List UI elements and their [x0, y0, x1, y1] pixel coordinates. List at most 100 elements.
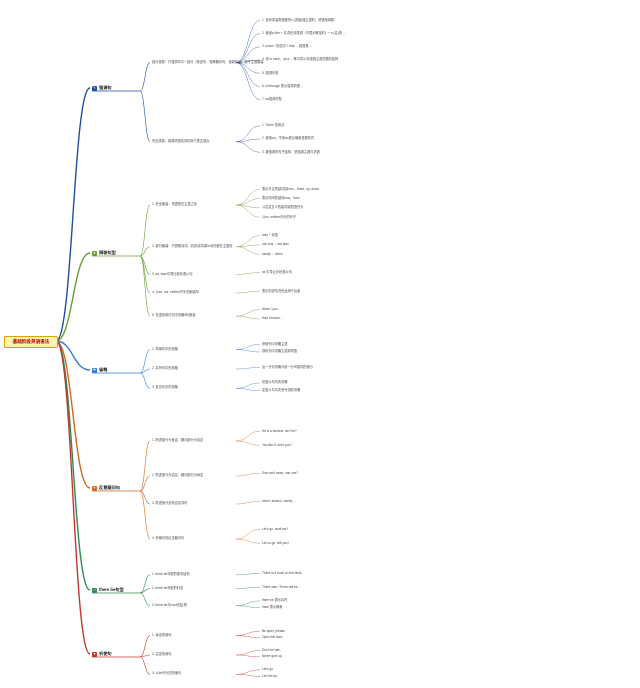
leaf-label[interactable]: 2. 使用do，不用do表示使用强调形式 — [262, 136, 315, 141]
node-label[interactable]: 3. as, than引导比较状语从句 — [152, 271, 193, 276]
leaf-label[interactable]: 3. so/so+ 形容词 + that ... 强调其... — [262, 44, 312, 49]
connector-line — [235, 587, 261, 589]
connector-line — [235, 272, 261, 275]
leaf-label[interactable]: 表示前述情况也适用于后者 — [262, 288, 301, 293]
leaf-label[interactable]: Open the door. — [262, 635, 284, 639]
leaf-label[interactable]: as 引导让步状语从句 — [262, 270, 292, 275]
node-label[interactable]: 5. 在虚拟条件句中省略if时倒装 — [152, 313, 196, 318]
branch-node[interactable]: ♥祈使句 — [92, 651, 112, 657]
leaf-label[interactable]: Let him try. — [262, 673, 278, 678]
leaf-label[interactable]: There was / There will be ... — [262, 584, 302, 589]
node-label[interactable]: 4. 以so, nor, neither开头的倒装句 — [152, 290, 199, 294]
connector-line — [139, 490, 151, 540]
leaf-label[interactable]: She can't swim, can she? — [262, 470, 299, 475]
node-label[interactable]: 3. 以let开头的祈使句 — [152, 671, 182, 676]
branch-node[interactable]: ✎强调句 — [92, 85, 112, 91]
connector-line — [55, 252, 91, 342]
node-label[interactable]: 2. 否定祈使句 — [152, 652, 172, 656]
leaf-label[interactable]: 4. 用 in each，as a ... 等引导从句强调主语谓语的结构 — [262, 57, 339, 62]
leaf-label[interactable]: 7. so强调句型 — [262, 96, 282, 101]
connector-line — [139, 246, 151, 257]
connector-line — [235, 388, 261, 391]
node-label[interactable]: 3. there be与have的区别 — [152, 602, 187, 607]
connector-line — [235, 538, 261, 544]
node-label[interactable]: 完全强调：强调谓语动词时用于表达观点 — [152, 138, 210, 143]
node-label[interactable]: 2. 部分倒装：只把助动词、情态动词或be动词放在主语前 — [152, 243, 233, 248]
leaf-label[interactable]: Let's go, shall we? — [262, 526, 289, 531]
connector-line — [55, 340, 91, 489]
branch-label: 省略 — [99, 367, 108, 372]
leaf-label[interactable]: 状语从句中的省略 — [262, 380, 288, 385]
leaf-label[interactable]: 3. 被强调的句子结构：是强调主题与谓语 — [262, 149, 320, 154]
leaf-label[interactable]: not only ... but also — [262, 242, 289, 247]
leaf-label[interactable]: There is a book on the desk. — [262, 570, 303, 575]
leaf-label[interactable]: He is a student, isn't he? — [262, 428, 297, 433]
leaf-label[interactable]: 表示时间的副词now，then — [262, 196, 300, 201]
node-label[interactable]: 1. 完全倒装：谓语放在主语之前 — [152, 202, 197, 207]
connector-line — [235, 501, 261, 505]
pen-icon: ✎ — [92, 85, 97, 91]
root-node[interactable]: 基础阶段英语语法 — [4, 336, 58, 348]
leaf-label[interactable]: Let's go. — [262, 667, 274, 672]
branch-node[interactable]: ✦反意疑问句 — [92, 485, 120, 491]
leaf-label[interactable]: have 表示拥有 — [262, 605, 283, 610]
connector-line — [235, 529, 261, 540]
leaf-label[interactable]: 5. 强调句型... — [262, 70, 281, 75]
connector-line — [235, 235, 261, 247]
connector-line — [235, 62, 261, 87]
star-icon: ★ — [92, 250, 97, 256]
connector-line — [235, 125, 261, 142]
connector-line — [55, 87, 91, 342]
node-label[interactable]: 4. 祈使句的反意疑问句 — [152, 536, 185, 540]
branch-label: 倒装句型 — [99, 250, 116, 255]
branch-label: 反意疑问句 — [99, 485, 120, 490]
node-label[interactable]: 2. 陈述部分为否定，疑问部分为肯定 — [152, 473, 204, 477]
node-label[interactable]: 3. 陈述部分含有否定词时 — [152, 501, 188, 505]
leaf-label[interactable]: Never give up. — [262, 654, 283, 659]
node-label[interactable]: 3. 复合句中的省略 — [152, 385, 178, 390]
leaf-label[interactable]: 表示方位的副词如here，there, up, down — [262, 186, 320, 191]
node-label[interactable]: 2. 并列句中的省略 — [152, 366, 178, 370]
connector-line — [139, 592, 151, 607]
leaf-label[interactable]: Let us go, will you? — [262, 540, 290, 545]
leaf-label[interactable]: only + 状语 — [262, 233, 278, 238]
connector-line — [235, 605, 261, 608]
branch-node[interactable]: ★倒装句型 — [92, 250, 116, 256]
leaf-label[interactable]: 1. There 的用法 — [262, 123, 285, 128]
leaf-label[interactable]: 以so, neither开头的句子 — [262, 214, 297, 219]
leaf-label[interactable]: 后一分句省略与前一分句相同的部分 — [262, 364, 313, 369]
leaf-label[interactable]: 以否定意义的副词或短语开头 — [262, 205, 304, 210]
leaf-label[interactable]: Were I you ... — [262, 307, 281, 312]
node-label[interactable]: 部分强调：只强调句中一部分（陈述句、特殊疑问句、强调前后）属于主语倒装 — [152, 59, 264, 64]
connector-line — [139, 204, 151, 257]
leaf-label[interactable]: 定语从句中关系代词的省略 — [262, 388, 301, 393]
leaf-label[interactable]: 1. 含有或者表程度的n.(词组)做主语时，谓语用单数： — [262, 17, 338, 22]
node-label[interactable]: 1. 简单句中的省略 — [152, 346, 178, 351]
branch-node[interactable]: ☝there be句型 — [92, 587, 124, 593]
leaf-label[interactable]: Had I known ... — [262, 316, 284, 321]
leaf-label[interactable]: You like it, don't you? — [262, 442, 292, 447]
node-label[interactable]: 1. there be句型的基本结构 — [152, 571, 190, 576]
connector-line — [235, 473, 261, 477]
leaf-label[interactable]: Don't be late. — [262, 647, 281, 652]
connector-line — [235, 138, 261, 142]
connector-line — [235, 600, 261, 606]
leaf-label[interactable]: 感叹句中省略主语和谓语 — [262, 349, 298, 354]
node-label[interactable]: 2. there be句型的时态 — [152, 585, 184, 590]
leaf-label[interactable]: 6. In/through 表示强调谓语... — [262, 83, 303, 88]
leaf-label[interactable]: Be quiet, please. — [262, 628, 286, 633]
connector-line — [235, 315, 261, 320]
branch-label: 祈使句 — [99, 651, 112, 656]
connector-line — [235, 654, 261, 658]
leaf-label[interactable]: hardly ... when — [262, 251, 283, 256]
node-label[interactable]: 1. 陈述部分为肯定，疑问部分为否定 — [152, 438, 204, 442]
branch-node[interactable]: ⚑省略 — [92, 367, 107, 373]
connector-line — [235, 367, 261, 370]
connector-line — [235, 141, 261, 153]
leaf-label[interactable]: 2. 使用a /the + 名词在该强调（不表示概括时）+ n.(名)的 ... — [262, 31, 346, 36]
connector-line — [235, 573, 261, 576]
leaf-label[interactable]: there be 表示存在 — [262, 598, 288, 603]
leaf-label[interactable]: 祈使句中省略主语 — [262, 341, 288, 346]
leaf-label[interactable]: never, seldom, hardly ... — [262, 498, 296, 503]
node-label[interactable]: 1. 肯定祈使句 — [152, 632, 172, 637]
